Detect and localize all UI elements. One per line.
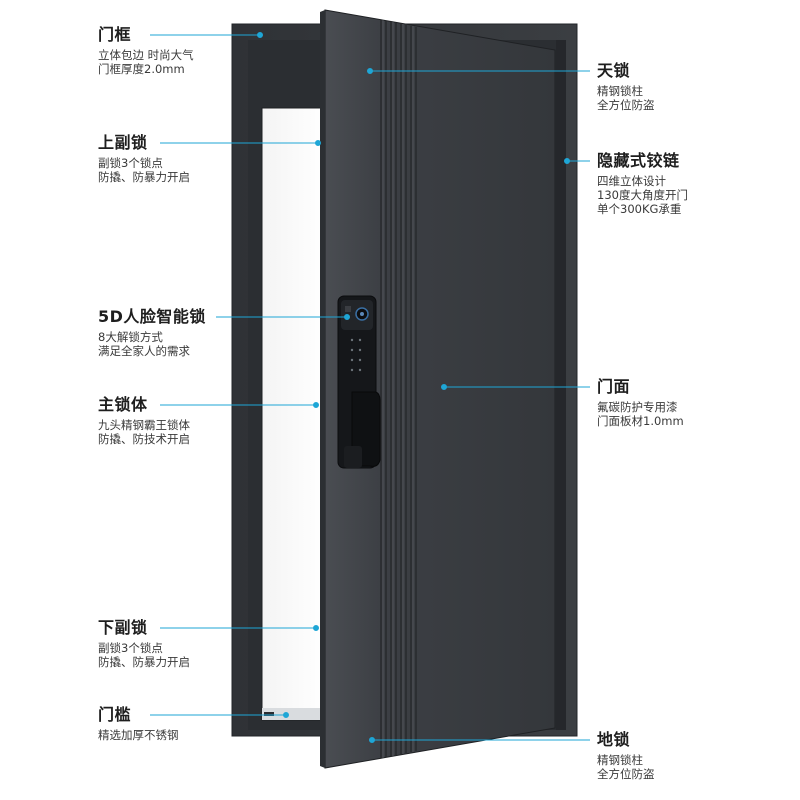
door-leaf	[325, 10, 555, 768]
callout-desc-line: 单个300KG承重	[597, 202, 682, 216]
door-opening	[262, 108, 324, 720]
callout-title: 隐藏式铰链	[597, 151, 680, 170]
callout-desc-line: 精选加厚不锈钢	[98, 728, 179, 742]
callout-title: 下副锁	[98, 618, 148, 637]
callout-desc-line: 氟碳防护专用漆	[597, 400, 678, 414]
callout-door-frame: 门框 立体包边 时尚大气 门框厚度2.0mm	[98, 25, 194, 76]
callout-upper-lock: 上副锁 副锁3个锁点 防撬、防暴力开启	[98, 133, 190, 184]
callout-desc-line: 门面板材1.0mm	[597, 414, 684, 428]
callout-desc-line: 满足全家人的需求	[98, 344, 190, 358]
callout-lower-lock: 下副锁 副锁3个锁点 防撬、防暴力开启	[98, 618, 190, 669]
callout-threshold: 门槛 精选加厚不锈钢	[98, 705, 179, 742]
callout-title: 门框	[98, 25, 132, 44]
callout-desc-line: 精钢锁柱	[597, 753, 643, 767]
callout-title: 门槛	[98, 705, 132, 724]
callout-desc-line: 立体包边 时尚大气	[98, 48, 194, 62]
callout-title: 门面	[597, 377, 631, 396]
callout-desc-line: 副锁3个锁点	[98, 641, 163, 655]
smart-lock	[337, 295, 381, 469]
callout-desc-line: 四维立体设计	[597, 174, 666, 188]
callout-title: 主锁体	[98, 395, 148, 414]
callout-title: 地锁	[597, 730, 631, 749]
callout-desc-line: 全方位防盗	[597, 98, 655, 112]
callout-desc-line: 门框厚度2.0mm	[98, 62, 185, 76]
callout-main-lock: 主锁体 九头精钢霸王锁体 防撬、防技术开启	[98, 395, 190, 446]
callout-ground-lock: 地锁 精钢锁柱 全方位防盗	[597, 730, 655, 781]
callout-hidden-hinge: 隐藏式铰链 四维立体设计 130度大角度开门 单个300KG承重	[597, 151, 688, 216]
decorative-grooves	[380, 20, 417, 758]
callout-smart-lock: 5D人脸智能锁 8大解锁方式 满足全家人的需求	[98, 307, 206, 358]
callout-title: 5D人脸智能锁	[98, 307, 206, 326]
callout-desc-line: 防撬、防暴力开启	[98, 170, 190, 184]
callout-door-surface: 门面 氟碳防护专用漆 门面板材1.0mm	[597, 377, 684, 428]
threshold-strip	[262, 708, 322, 720]
callout-desc-line: 防撬、防技术开启	[98, 432, 190, 446]
callout-desc-line: 九头精钢霸王锁体	[98, 418, 190, 432]
callout-desc-line: 精钢锁柱	[597, 84, 643, 98]
callout-desc-line: 8大解锁方式	[98, 330, 163, 344]
callout-desc-line: 130度大角度开门	[597, 188, 688, 202]
callout-title: 天锁	[597, 61, 631, 80]
callout-top-lock: 天锁 精钢锁柱 全方位防盗	[597, 61, 655, 112]
callout-title: 上副锁	[98, 133, 148, 152]
callout-desc-line: 防撬、防暴力开启	[98, 655, 190, 669]
callout-desc-line: 全方位防盗	[597, 767, 655, 781]
callout-desc-line: 副锁3个锁点	[98, 156, 163, 170]
